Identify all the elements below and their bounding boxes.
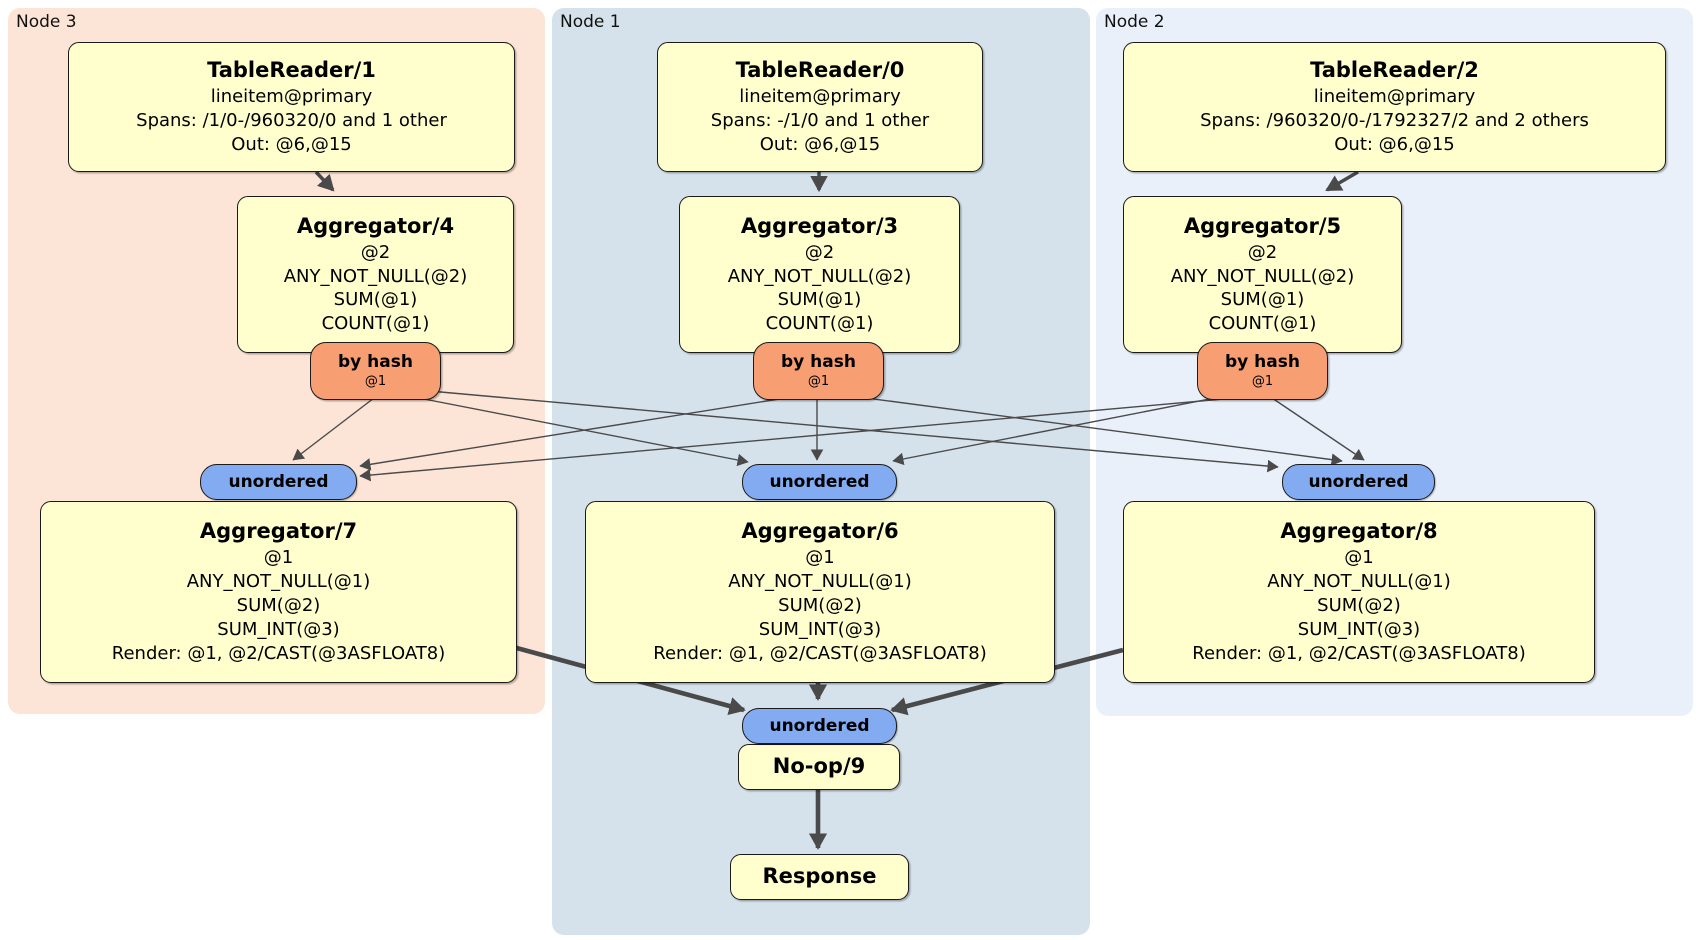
node-3-label: Node 3 [16, 12, 77, 32]
aggregator-5-box: Aggregator/5 @2 ANY_NOT_NULL(@2) SUM(@1)… [1123, 196, 1402, 353]
aggregator-7-fn2: SUM(@2) [236, 594, 321, 616]
aggregator-8-group: @1 [1344, 547, 1374, 569]
node-1-label: Node 1 [560, 12, 621, 32]
aggregator-8-fn3: SUM_INT(@3) [1297, 618, 1421, 640]
unordered-sync-node3-label: unordered [228, 472, 329, 492]
aggregator-5-fn1: ANY_NOT_NULL(@2) [1170, 265, 1355, 287]
response-title: Response [762, 864, 877, 889]
noop-title: No-op/9 [772, 754, 866, 779]
hash-router-node1-key: @1 [807, 373, 830, 389]
aggregator-7-title: Aggregator/7 [199, 519, 358, 544]
tablereader-2-box: TableReader/2 lineitem@primary Spans: /9… [1123, 42, 1666, 172]
tablereader-1-index: lineitem@primary [210, 86, 373, 108]
aggregator-4-group: @2 [360, 241, 391, 263]
aggregator-6-render: Render: @1, @2/CAST(@3ASFLOAT8) [653, 642, 987, 664]
aggregator-4-fn1: ANY_NOT_NULL(@2) [283, 265, 468, 287]
hash-router-node3-key: @1 [364, 373, 387, 389]
aggregator-3-fn2: SUM(@1) [777, 289, 862, 311]
aggregator-7-fn1: ANY_NOT_NULL(@1) [186, 571, 371, 593]
tablereader-2-spans: Spans: /960320/0-/1792327/2 and 2 others [1200, 109, 1589, 131]
tablereader-2-out: Out: @6,@15 [1334, 133, 1455, 155]
edge-router3-sync3 [292, 397, 375, 461]
aggregator-8-title: Aggregator/8 [1280, 519, 1438, 544]
tablereader-1-box: TableReader/1 lineitem@primary Spans: /1… [68, 42, 515, 172]
tablereader-1-out: Out: @6,@15 [231, 133, 352, 155]
response-box: Response [730, 854, 909, 900]
hash-router-node3: by hash @1 [310, 342, 441, 400]
aggregator-4-fn2: SUM(@1) [333, 289, 418, 311]
hash-router-node2-label: by hash [1225, 352, 1300, 373]
aggregator-4-title: Aggregator/4 [296, 213, 455, 238]
node-2-label: Node 2 [1104, 12, 1165, 32]
unordered-sync-node2-label: unordered [1308, 472, 1409, 492]
hash-router-node1: by hash @1 [753, 342, 884, 400]
aggregator-7-fn3: SUM_INT(@3) [217, 618, 340, 640]
aggregator-8-fn2: SUM(@2) [1317, 594, 1401, 616]
tablereader-0-index: lineitem@primary [739, 86, 901, 108]
tablereader-0-box: TableReader/0 lineitem@primary Spans: -/… [657, 42, 983, 172]
tablereader-0-out: Out: @6,@15 [759, 133, 881, 155]
aggregator-8-render: Render: @1, @2/CAST(@3ASFLOAT8) [1192, 642, 1526, 664]
unordered-sync-node2: unordered [1282, 464, 1435, 500]
aggregator-7-group: @1 [263, 547, 294, 569]
unordered-sync-final-label: unordered [769, 716, 870, 736]
hash-router-node1-label: by hash [781, 352, 856, 373]
edge-router1-sync3 [359, 395, 799, 471]
tablereader-0-spans: Spans: -/1/0 and 1 other [710, 109, 930, 131]
aggregator-4-fn3: COUNT(@1) [321, 313, 430, 335]
aggregator-6-title: Aggregator/6 [741, 519, 899, 544]
aggregator-6-fn3: SUM_INT(@3) [758, 618, 882, 640]
unordered-sync-final: unordered [742, 708, 897, 744]
edge-router1-sync2 [835, 393, 1343, 466]
edge-tr1-agg4 [314, 170, 335, 192]
aggregator-6-group: @1 [805, 547, 835, 569]
aggregator-7-box: Aggregator/7 @1 ANY_NOT_NULL(@1) SUM(@2)… [40, 501, 517, 683]
edge-router2-sync2 [1271, 397, 1365, 461]
aggregator-5-fn3: COUNT(@1) [1208, 313, 1317, 335]
aggregator-3-title: Aggregator/3 [740, 213, 899, 238]
aggregator-6-fn1: ANY_NOT_NULL(@1) [728, 571, 912, 593]
edge-router3-sync2 [395, 387, 1279, 473]
unordered-sync-node1-label: unordered [769, 472, 870, 492]
edge-router3-sync1 [387, 391, 749, 467]
tablereader-0-title: TableReader/0 [735, 58, 905, 83]
aggregator-3-box: Aggregator/3 @2 ANY_NOT_NULL(@2) SUM(@1)… [679, 196, 960, 353]
tablereader-2-title: TableReader/2 [1310, 58, 1479, 83]
noop-box: No-op/9 [738, 744, 900, 790]
aggregator-8-fn1: ANY_NOT_NULL(@1) [1267, 571, 1451, 593]
unordered-sync-node1: unordered [742, 464, 897, 500]
edge-router2-sync1 [892, 392, 1241, 466]
aggregator-5-fn2: SUM(@1) [1220, 289, 1305, 311]
hash-router-node2-key: @1 [1251, 373, 1274, 389]
aggregator-7-render: Render: @1, @2/CAST(@3ASFLOAT8) [111, 642, 446, 664]
aggregator-8-box: Aggregator/8 @1 ANY_NOT_NULL(@1) SUM(@2)… [1123, 501, 1595, 683]
aggregator-4-box: Aggregator/4 @2 ANY_NOT_NULL(@2) SUM(@1)… [237, 196, 514, 353]
aggregator-6-fn2: SUM(@2) [778, 594, 862, 616]
hash-router-node2: by hash @1 [1197, 342, 1328, 400]
aggregator-3-fn3: COUNT(@1) [765, 313, 874, 335]
aggregator-5-group: @2 [1247, 241, 1278, 263]
tablereader-2-index: lineitem@primary [1313, 86, 1476, 108]
aggregator-5-title: Aggregator/5 [1183, 213, 1342, 238]
unordered-sync-node3: unordered [200, 464, 357, 500]
aggregator-3-group: @2 [804, 241, 835, 263]
aggregator-3-fn1: ANY_NOT_NULL(@2) [727, 265, 912, 287]
tablereader-1-title: TableReader/1 [207, 58, 376, 83]
edge-router2-sync3 [359, 396, 1247, 482]
edge-tr2-agg5 [1325, 170, 1359, 192]
hash-router-node3-label: by hash [338, 352, 413, 373]
aggregator-6-box: Aggregator/6 @1 ANY_NOT_NULL(@1) SUM(@2)… [585, 501, 1055, 683]
tablereader-1-spans: Spans: /1/0-/960320/0 and 1 other [136, 109, 447, 131]
